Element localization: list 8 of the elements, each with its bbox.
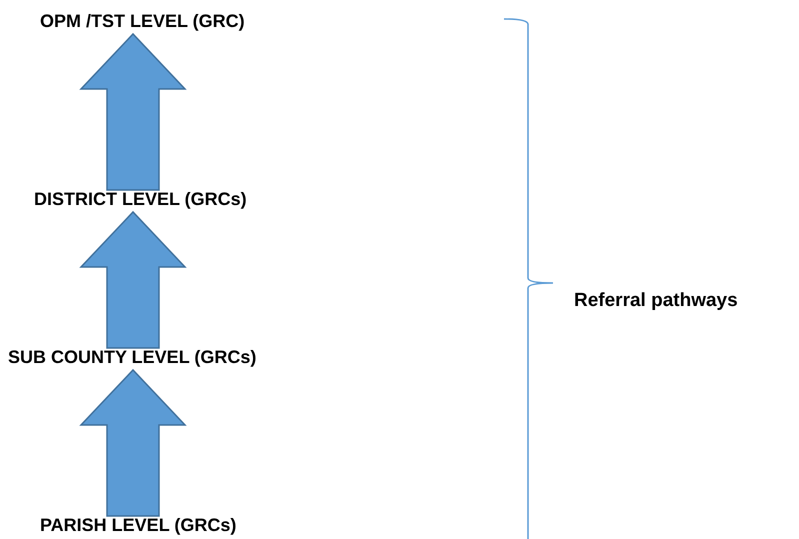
level-label: DISTRICT LEVEL (GRCs) [34,188,247,210]
block-arrow [79,368,187,517]
block-arrow [79,210,187,349]
brace-label: Referral pathways [574,290,738,312]
level-label: SUB COUNTY LEVEL (GRCs) [8,346,256,368]
level-label: PARISH LEVEL (GRCs) [40,514,236,536]
block-arrow [79,32,187,191]
level-label: OPM /TST LEVEL (GRC) [40,10,245,32]
